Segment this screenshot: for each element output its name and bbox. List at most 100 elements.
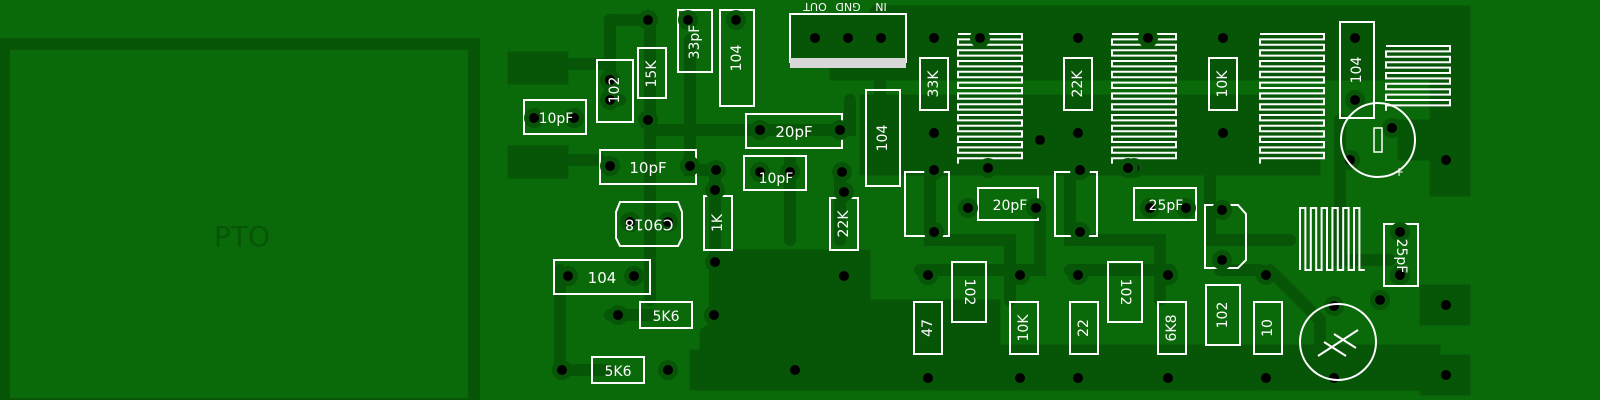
inductor-frame-c [1204,204,1247,269]
pad-hole [1123,163,1133,173]
trace-1 [604,14,656,306]
r-22k-b-outline [1063,57,1093,111]
pad-hole [1218,128,1228,138]
label-5k6-a: 5K6 [653,309,680,325]
pad-hole [1015,270,1025,280]
transistor-outline [615,201,683,247]
pad-hole [1145,203,1155,213]
pad-hole [1375,295,1385,305]
pad-hole [1350,95,1360,105]
pad-hole [1143,33,1153,43]
label-10pf-a: 10pF [539,111,574,127]
r-15k-outline [637,47,667,99]
pad-hole [1441,370,1451,380]
c-102-a-outline [596,59,634,123]
pad-hole [1395,227,1405,237]
pad-hole [835,125,845,135]
c-10pf-a-outline [523,99,587,135]
pad-hole [923,373,933,383]
pad-hole [709,310,719,320]
label-102-c: 102 [1117,279,1133,306]
pad-hole [1387,123,1397,133]
trimmer-capacitor-icon [1299,303,1377,381]
r-5k6-a-outline [639,301,693,329]
pad-hole [1218,33,1228,43]
trace-16 [1334,114,1396,266]
pad-hole [839,187,849,197]
electrolytic-capacitor-icon: + [1340,102,1416,179]
label-10k-a: 10K [1215,70,1231,98]
trace-17 [914,204,1046,276]
pad-hole [929,165,939,175]
r-6k8-outline [1157,301,1187,355]
pad-hole [1261,270,1271,280]
c-102-c-outline [1107,261,1143,323]
pad-hole [710,257,720,267]
label-102-a: 102 [607,77,623,104]
label-102-d: 102 [1215,302,1231,329]
connector-label-out: OUT [803,0,827,13]
pad-hole [1073,373,1083,383]
label-20pf-b: 20pF [993,198,1028,214]
pad-hole [1395,270,1405,280]
pad-hole [810,33,820,43]
pad-hole [1163,373,1173,383]
inductor-coil-d [1385,45,1451,111]
c-104-a-outline [719,9,755,107]
label-22k-a: 22K [836,210,852,238]
pad-hole [683,15,693,25]
pad-hole [963,203,973,213]
pad-hole [1329,301,1339,311]
pad-hole [839,271,849,281]
pads [524,10,1456,388]
inductor-coils [957,33,1451,271]
inductor-coil-b [1111,33,1177,164]
label-10: 10 [1260,319,1276,337]
pad-hole [1163,270,1173,280]
label-22k-b: 22K [1070,70,1086,98]
pad-hole [755,125,765,135]
c-102-b-outline [951,261,987,323]
label-104-d: 104 [1349,57,1365,84]
pad-hole [663,217,673,227]
pad-hole [643,115,653,125]
r-47-outline [913,301,943,355]
pad-hole [710,185,720,195]
inductor-coil-a [957,33,1023,164]
trace-15 [1264,264,1326,386]
c-102-d-outline [1205,284,1241,346]
pad-hole [1350,33,1360,43]
pad-hole [1073,33,1083,43]
label-104-a: 104 [729,45,745,72]
pad-hole [1035,135,1045,145]
pad-hole [625,217,635,227]
label-5k6-b: 5K6 [605,364,632,380]
traces [554,14,1396,386]
label-20pf-a: 20pF [775,123,812,141]
pad-hole [929,128,939,138]
pto-module-outline [0,38,480,400]
pad-cap-right [1397,119,1447,161]
label-104-b: 104 [875,125,891,152]
pad-hole [1441,300,1451,310]
label-10pf-b: 10pF [629,159,666,177]
electrolytic-plus-sign: + [1394,165,1404,179]
pad-hole [711,165,721,175]
connector-latch [790,58,906,68]
label-22: 22 [1076,319,1092,337]
c-25pf-a-outline [1133,187,1197,221]
pad-hole [1441,155,1451,165]
c-104-d-outline [1339,21,1375,119]
pad-hole [837,167,847,177]
c-104-b-outline [865,89,901,187]
label-102-b: 102 [961,279,977,306]
label-25pf-a: 25pF [1149,198,1184,214]
label-10pf-c: 10pF [759,171,794,187]
pad-bottom-square [689,349,731,391]
pad-hole [605,75,615,85]
c-10pf-c-outline [743,155,807,191]
pad-hole [1261,373,1271,383]
pad-hole [563,271,573,281]
pto-module-label: PTO [214,220,270,253]
